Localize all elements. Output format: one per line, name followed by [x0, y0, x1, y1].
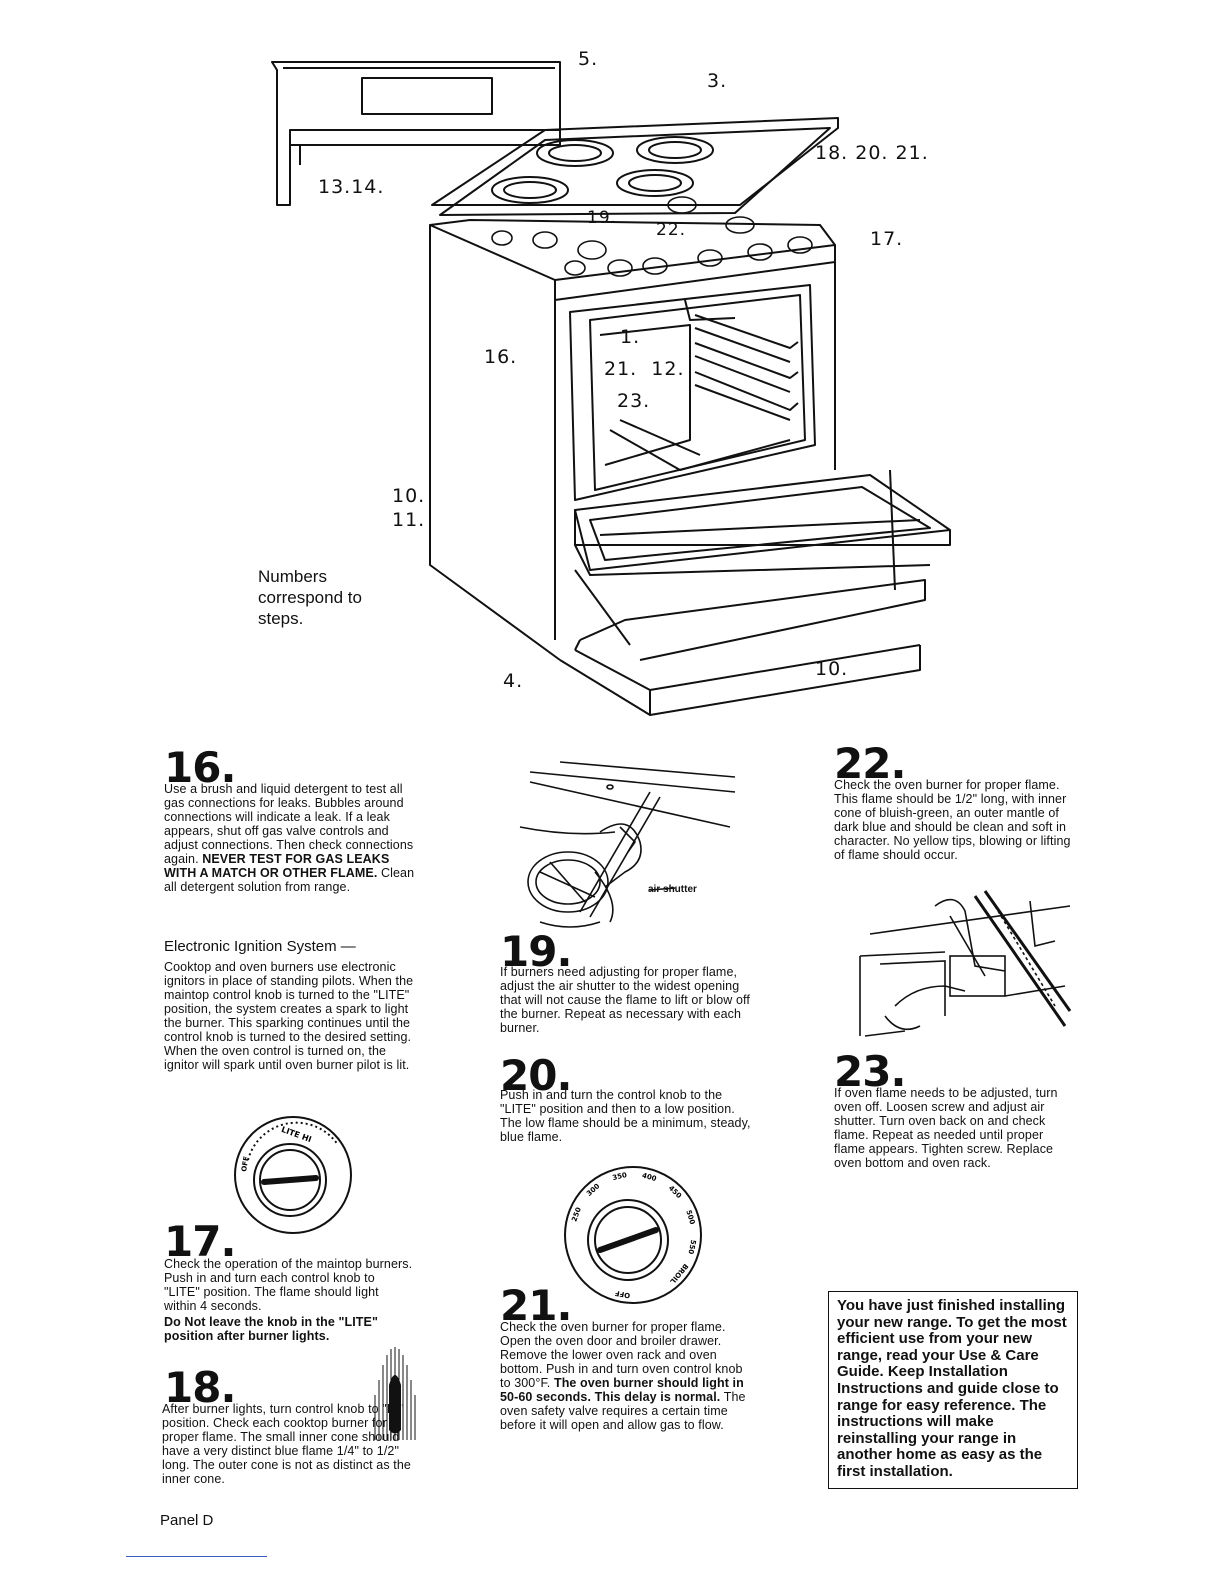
range-diagram: [271, 61, 951, 716]
panel-label: Panel D: [160, 1512, 214, 1529]
step-18-text: After burner lights, turn control knob t…: [162, 1402, 411, 1486]
step-23-number: 23.: [834, 1047, 906, 1096]
callout-10-11: 10. 11.: [392, 485, 426, 531]
step-21-text: Check the oven burner for proper flame. …: [500, 1320, 752, 1432]
callout-10b: 10.: [815, 658, 849, 680]
step-16-warning: NEVER TEST FOR GAS LEAKS WITH A MATCH OR…: [164, 852, 390, 880]
callout-1: 1.: [620, 326, 641, 348]
callout-22: 22.: [656, 220, 687, 240]
callout-17: 17.: [870, 228, 904, 250]
oven-knob-label: BROIL: [668, 1262, 690, 1286]
step-21-body2: The oven safety valve requires a certain…: [500, 1390, 746, 1432]
step-21-emphasis: The oven burner should light in 50-60 se…: [500, 1376, 744, 1404]
step-16-text: Use a brush and liquid detergent to test…: [164, 782, 416, 894]
step-22-number: 22.: [834, 739, 906, 788]
air-shutter-figure: [519, 761, 736, 928]
oven-knob-label: 250: [570, 1206, 583, 1223]
callout-23: 23.: [617, 390, 651, 412]
air-shutter-label: air shutter: [648, 884, 697, 895]
oven-knob-label: 550: [686, 1239, 697, 1255]
step-21-number: 21.: [500, 1281, 572, 1330]
callout-19: 19.: [587, 208, 618, 228]
callout-16: 16.: [484, 346, 518, 368]
oven-knob-label: 350: [612, 1171, 628, 1182]
step-17-text: Check the operation of the maintop burne…: [164, 1257, 413, 1313]
step-16-body: Use a brush and liquid detergent to test…: [164, 782, 414, 866]
oven-knob-label: 500: [684, 1209, 696, 1225]
step-16-number: 16.: [164, 743, 236, 792]
step-23-text: If oven flame needs to be adjusted, turn…: [834, 1086, 1058, 1170]
step-21-body: Check the oven burner for proper flame. …: [500, 1320, 743, 1390]
oven-knob-label: 400: [641, 1171, 657, 1183]
knob-off-label: OFF: [240, 1155, 251, 1172]
step-17-warning: Do Not leave the knob in the "LITE" posi…: [164, 1315, 378, 1343]
footer-rule: [126, 1556, 267, 1557]
oven-knob-label: OFF: [614, 1289, 631, 1300]
knob-lite-hi-label: LITE HI: [280, 1125, 313, 1144]
ignition-text: Cooktop and oven burners use electronic …: [164, 960, 414, 1072]
diagram-note: Numbers correspond to steps.: [258, 567, 362, 628]
step-20-text: Push in and turn the control knob to the…: [500, 1088, 751, 1144]
callout-4: 4.: [503, 670, 524, 692]
callout-13-14: 13.14.: [318, 176, 385, 198]
oven-burner-figure: [859, 890, 1072, 1037]
step-19-number: 19.: [500, 927, 572, 976]
callout-3: 3.: [707, 70, 728, 92]
callout-5: 5.: [578, 48, 599, 70]
burner-knob-figure: LITE HI OFF: [234, 1116, 352, 1234]
step-17-number: 17.: [164, 1217, 236, 1266]
callout-21-12: 21. 12.: [604, 358, 685, 380]
step-18-number: 18.: [164, 1363, 236, 1412]
ignition-heading: Electronic Ignition System —: [164, 938, 356, 955]
step-16-body2: Clean all detergent solution from range.: [164, 866, 415, 894]
final-note-box: You have just finished installing your n…: [828, 1291, 1078, 1489]
step-19-text: If burners need adjusting for proper fla…: [500, 965, 750, 1035]
callout-18-20-21: 18. 20. 21.: [815, 142, 929, 164]
step-20-number: 20.: [500, 1051, 572, 1100]
step-22-text: Check the oven burner for proper flame. …: [834, 778, 1071, 862]
flame-figure: [374, 1347, 416, 1440]
